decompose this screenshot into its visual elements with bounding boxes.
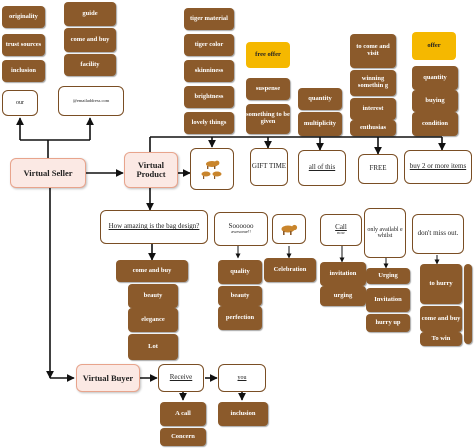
card-email: @emailaddress.com: [58, 86, 124, 116]
node-call-urging: urging: [320, 286, 366, 306]
node-dont-come-and-buy: come and buy: [420, 306, 462, 332]
node-perfection: perfection: [218, 306, 262, 330]
card-celebration-icon: [272, 214, 306, 244]
node-quality: quality: [218, 260, 262, 284]
call-sub: now: [337, 230, 345, 236]
node-interest: interest: [350, 98, 396, 120]
node-skinniness: skinniness: [184, 60, 234, 82]
card-buy-more: buy 2 or more items: [404, 150, 472, 184]
node-come-and-buy-top: come and buy: [64, 28, 116, 52]
card-only-available: only availabl e whilst: [364, 208, 406, 258]
card-all-of-this: all of this: [298, 150, 346, 186]
node-to-come-and-visit: to come and visit: [350, 34, 396, 68]
node-a-call: A call: [160, 402, 206, 426]
tiger-icon: [206, 160, 220, 169]
card-you: you: [218, 364, 266, 392]
soooo-text: Soooooo: [228, 221, 254, 230]
soooo-sub: awesome!!: [231, 229, 251, 235]
node-suspense: suspense: [246, 78, 290, 100]
node-multiplicity: multiplicity: [298, 112, 342, 136]
node-tiger-color: tiger color: [184, 34, 234, 56]
card-dont-miss: don't miss out.: [412, 214, 464, 254]
node-condition: condition: [412, 112, 458, 136]
node-originality: originality: [2, 6, 45, 28]
node-invitation: Invitation: [366, 288, 410, 312]
node-free-offer: free offer: [246, 42, 290, 68]
node-urging: Urging: [366, 268, 410, 284]
tiger-pair-icon: [201, 171, 222, 179]
node-edge-column: [464, 264, 472, 344]
node-bag-beauty: beauty: [128, 284, 178, 308]
node-concern: Concern: [160, 428, 206, 446]
card-tiger-icons: [190, 148, 234, 190]
node-bag-elegance: elegance: [128, 308, 178, 332]
card-bag-question: How amazing is the bag design?: [100, 210, 208, 244]
node-trust-sources: trust sources: [2, 34, 45, 56]
node-offer-quantity: quantity: [412, 66, 458, 90]
node-enthusiasm: enthusias: [350, 120, 396, 136]
node-offer: offer: [412, 32, 456, 60]
node-you-inclusion: inclusion: [218, 402, 268, 426]
node-to-win: To win: [420, 332, 462, 346]
node-quantity: quantity: [298, 88, 342, 110]
node-buying: buying: [412, 90, 458, 112]
node-call-invitation: invitation: [320, 262, 366, 286]
card-receive: Receive: [158, 364, 204, 392]
node-virtual-buyer: Virtual Buyer: [76, 364, 140, 392]
node-brightness: brightness: [184, 86, 234, 108]
tiger-icon: [281, 224, 298, 235]
node-tiger-material: tiger material: [184, 8, 234, 30]
node-inclusion: inclusion: [2, 60, 45, 82]
node-bag-come-and-buy: come and buy: [116, 260, 188, 282]
card-call: Call now: [320, 214, 362, 246]
node-virtual-seller: Virtual Seller: [10, 158, 86, 188]
node-virtual-product: Virtual Product: [124, 152, 178, 188]
node-bag-lot: Lot: [128, 334, 178, 360]
call-text: Call: [335, 222, 347, 231]
node-hurry-up: hurry up: [366, 314, 410, 332]
card-gift-time: GIFT TIME: [250, 148, 288, 186]
node-soooo-beauty: beauty: [218, 286, 262, 306]
node-facility: facility: [64, 54, 116, 76]
card-our: our: [2, 90, 38, 116]
node-guide: guide: [64, 2, 116, 26]
node-lovely-things: lovely things: [184, 112, 234, 134]
node-celebration: Celebration: [264, 258, 316, 282]
node-something-given: something to be given: [246, 104, 290, 134]
card-free: FREE: [358, 154, 398, 184]
node-to-hurry: to hurry: [420, 264, 462, 304]
card-soooo: Soooooo awesome!!: [214, 212, 268, 246]
node-winning-something: winning somethin g: [350, 70, 396, 96]
